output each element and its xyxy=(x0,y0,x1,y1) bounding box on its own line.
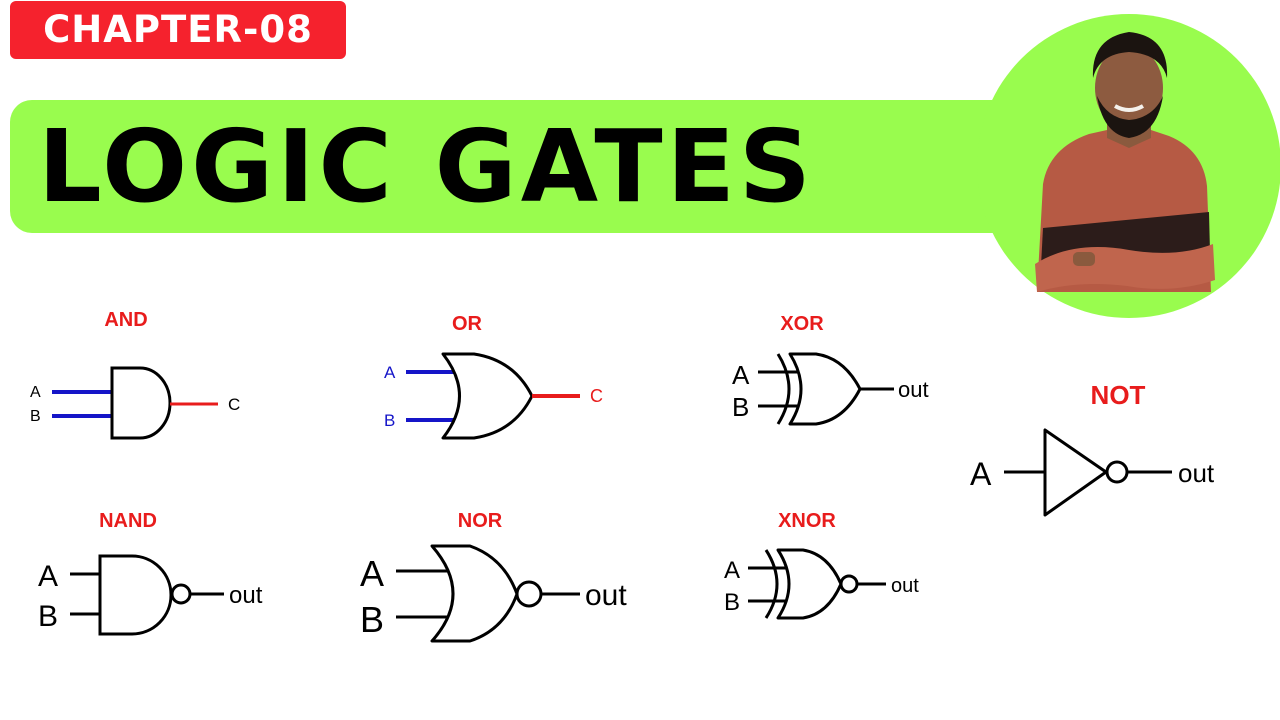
or-label-b: B xyxy=(384,411,395,430)
xnor-gate: XNOR A B out xyxy=(724,510,919,620)
not-label-output: out xyxy=(1178,458,1215,488)
xnor-title: XNOR xyxy=(778,510,836,532)
nand-label-b: B xyxy=(38,600,58,633)
xnor-extra-curve xyxy=(764,549,779,619)
xor-gate: XOR A B out xyxy=(732,313,929,426)
not-gate-body xyxy=(1043,428,1108,517)
nand-inversion-bubble xyxy=(170,583,192,605)
nor-label-output: out xyxy=(585,579,627,612)
and-gate-body xyxy=(110,366,172,440)
nand-label-output: out xyxy=(229,582,263,609)
page-title: LOGIC GATES xyxy=(38,108,815,225)
xor-label-a: A xyxy=(732,360,750,390)
nand-label-a: A xyxy=(38,560,58,593)
xnor-label-b: B xyxy=(724,589,740,616)
and-label-b: B xyxy=(30,408,41,425)
and-gate: AND A B C xyxy=(30,309,240,440)
nand-title: NAND xyxy=(99,510,157,532)
or-gate: OR A B C xyxy=(384,313,603,440)
title-band xyxy=(10,100,1030,233)
xor-title: XOR xyxy=(780,313,824,335)
xnor-label-output: out xyxy=(891,575,919,597)
nor-label-a: A xyxy=(360,553,384,594)
not-gate: NOT A out xyxy=(970,380,1215,517)
not-label-a: A xyxy=(970,456,992,492)
or-label-output: C xyxy=(590,386,603,406)
xor-extra-curve xyxy=(776,353,791,425)
and-label-a: A xyxy=(30,384,41,401)
presenter-avatar xyxy=(977,14,1280,318)
chapter-badge: CHAPTER-08 xyxy=(10,1,346,59)
nor-label-b: B xyxy=(360,599,384,640)
or-title: OR xyxy=(452,313,483,335)
not-title: NOT xyxy=(1091,380,1146,410)
or-gate-body xyxy=(441,352,534,440)
xnor-gate-body xyxy=(776,548,843,620)
nand-gate-body xyxy=(98,554,173,636)
and-label-output: C xyxy=(228,395,240,414)
xor-label-b: B xyxy=(732,392,749,422)
xor-gate-body xyxy=(788,352,862,426)
and-title: AND xyxy=(104,309,147,331)
xor-label-output: out xyxy=(898,377,929,402)
nor-gate: NOR A B out xyxy=(360,510,627,643)
nand-gate: NAND A B out xyxy=(38,510,263,636)
or-label-a: A xyxy=(384,363,396,382)
xnor-label-a: A xyxy=(724,557,740,584)
not-inversion-bubble xyxy=(1105,460,1129,484)
presenter-photo-icon xyxy=(1035,32,1215,292)
xnor-inversion-bubble xyxy=(839,574,859,594)
nor-gate-body xyxy=(430,544,519,643)
nor-title: NOR xyxy=(458,510,503,532)
nor-inversion-bubble xyxy=(515,580,543,608)
